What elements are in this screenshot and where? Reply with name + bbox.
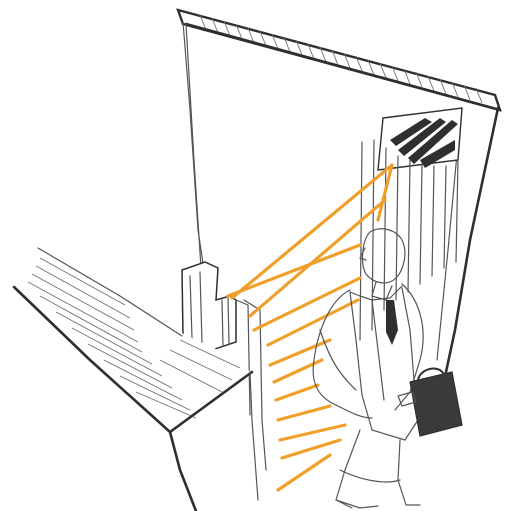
beam-9 bbox=[278, 406, 330, 420]
left-wall-block bbox=[14, 248, 258, 511]
figure-arm-fold bbox=[320, 330, 356, 390]
column-line-9 bbox=[456, 160, 458, 262]
column-line-7 bbox=[432, 166, 434, 276]
left-wall-side-edge bbox=[250, 372, 258, 500]
beam-7 bbox=[274, 360, 322, 382]
figure-tie bbox=[386, 300, 398, 345]
briefcase bbox=[398, 369, 462, 436]
light-curtain-column-right bbox=[360, 108, 462, 340]
beam-8 bbox=[276, 385, 318, 400]
figure-shoe-left bbox=[336, 500, 378, 508]
top-wall-slab bbox=[178, 10, 500, 110]
top-wall-edge bbox=[186, 24, 500, 110]
frame-left-vertical-2 bbox=[186, 24, 201, 268]
figure-right-leg bbox=[398, 440, 420, 505]
figure-shoulders bbox=[350, 286, 402, 300]
beam-10 bbox=[280, 425, 345, 440]
beam-5 bbox=[268, 300, 358, 345]
left-wall-corner-edge bbox=[170, 432, 196, 511]
figure-neck bbox=[372, 282, 392, 300]
beam-4 bbox=[254, 278, 360, 330]
businessman-figure bbox=[313, 229, 423, 508]
column-line-6 bbox=[420, 164, 422, 284]
figure-jacket-lapel bbox=[372, 300, 384, 400]
column-line-8 bbox=[444, 166, 446, 268]
door-frame-left bbox=[183, 22, 204, 270]
light-beams bbox=[228, 165, 392, 490]
briefcase-body bbox=[410, 372, 462, 436]
figure-trouser-fold bbox=[340, 470, 400, 482]
post-edge-inner bbox=[236, 300, 250, 415]
beam-12 bbox=[278, 455, 330, 490]
column-line-5 bbox=[408, 160, 410, 292]
figure-head bbox=[363, 229, 405, 283]
beam-2 bbox=[232, 165, 392, 298]
column-line-1 bbox=[360, 142, 362, 340]
figure-jacket-right bbox=[402, 288, 414, 380]
